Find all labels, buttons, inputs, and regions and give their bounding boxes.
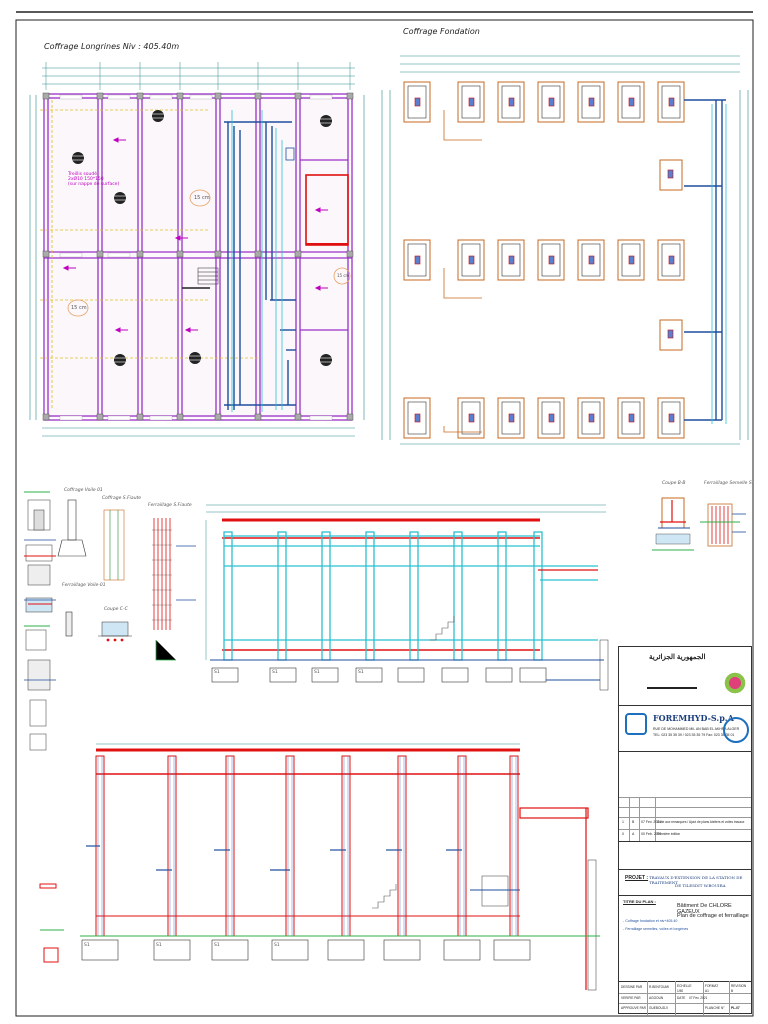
detail-title-6: Ferraillage Semelle S1 (704, 481, 755, 486)
header-rule (647, 687, 697, 689)
semelle-label-1: S1 (214, 670, 220, 675)
detail-title-5: Coupe B-B (662, 481, 686, 486)
slab-note-line3: (sur nappe de surface) (68, 182, 120, 187)
format-value: A1 (705, 989, 709, 993)
semelle-label-3: S1 (314, 670, 320, 675)
title-block: الجمهورية الجزائرية FOREMHYD-S.p.A RUE D… (618, 646, 752, 1015)
footer-val-1: R.BENTOUMI (649, 985, 669, 989)
dim-label-a: 15 cm (194, 195, 210, 201)
section-longitudinal-a (205, 504, 609, 691)
semelle-label-6: S1 (156, 943, 162, 948)
contents-2: - Ferraillage semelles, voiles et longri… (623, 927, 689, 931)
plan-title-1: Bâtiment De CHLORE GAZEUX (677, 903, 732, 915)
rev-row-2-date: 00 Feb. 2021 (641, 832, 662, 836)
company-address-1: RUE DE MOHAMMED MIL AN BAB EL AKHRA ALGE… (653, 727, 740, 731)
plan-left-title: Coffrage Longrines Niv : 405.40m (44, 42, 180, 51)
semelle-label-5: S1 (84, 943, 90, 948)
scale-label: ECHELLE (677, 984, 692, 988)
sheet-label: PLANCHE N° (705, 1006, 725, 1010)
slab-note: Treillis soudé 2xØ10 150*150 (sur nappe … (68, 172, 119, 187)
slab-note-line1: Treillis soudé (68, 172, 97, 177)
plan-right-title: Coffrage Fondation (403, 27, 480, 36)
detail-title-7: Ferraillage Voile-01 (62, 583, 106, 588)
semelle-label-4: S1 (358, 670, 364, 675)
arabic-header: الجمهورية الجزائرية (649, 654, 706, 661)
plan-title-2: Plan de coffrage et ferraillage (677, 913, 749, 919)
detail-title-2: Coffrage S.Fiaute (102, 496, 142, 501)
rev-row-2-num: 0 (622, 832, 624, 836)
company-address-2: TEL: 023 35 35 39 / 023 35 35 79 Fax: 02… (653, 733, 735, 737)
semelle-label-7: S1 (214, 943, 220, 948)
detail-title-4: Coupe C-C (104, 607, 128, 612)
footer-val-3: GUEBOUDJI (649, 1006, 668, 1010)
projet-text-1: TRAVAUX D'EXTENSION DE LA STATION DE TRA… (649, 875, 743, 885)
projet-label: PROJET : (625, 875, 649, 881)
footer-label-1: DESSINE PAR (621, 985, 643, 989)
details-sections (24, 491, 196, 751)
revision-label: REVISION (731, 984, 747, 988)
detail-title-1: Coffrage Voile 01 (64, 488, 103, 493)
company-logo-icon (625, 713, 647, 735)
footer-label-2: VERIFIE PAR (621, 996, 641, 1000)
dim-label-b: 15 cm (71, 305, 87, 311)
plan-title-label: TITRE DU PLAN : (623, 899, 656, 904)
company-name: FOREMHYD-S.p.A (653, 713, 734, 723)
date-value: 07 Fev. 2021 (689, 996, 708, 1000)
rev-row-1-date: 07 Fev. 2021 (641, 820, 662, 824)
contents-1: - Coffrage fondation et niv+405.40 (623, 919, 678, 923)
client-logo-icon (723, 717, 749, 743)
rev-row-1-desc: Suite aux remarques / Ajout de plans Ate… (657, 820, 745, 824)
format-label: FORMAT (705, 984, 719, 988)
sheet-border (15, 19, 754, 1017)
revision-value: B (731, 989, 734, 993)
sheet-value: PL-07 (731, 1006, 740, 1010)
projet-text-2: DE TILESDIT W.BOUIRA (675, 883, 726, 888)
footer-val-2: AGGOUN (649, 996, 664, 1000)
dim-label-c: 15 cm (337, 273, 350, 278)
section-longitudinal-b (39, 743, 600, 991)
semelle-label-2: S1 (272, 670, 278, 675)
detail-title-3: Ferraillage S.Fiaute (148, 503, 192, 508)
details-semelle (652, 497, 746, 551)
semelle-label-8: S1 (274, 943, 280, 948)
footer-label-3: APPROUVE PAR (621, 1006, 646, 1010)
logo-icon (723, 671, 747, 695)
rev-row-1-ind: B (632, 820, 635, 824)
plan-coffrage-longrines (29, 62, 365, 437)
slab-note-line2: 2xØ10 150*150 (68, 177, 104, 182)
rev-row-2-ind: A (632, 832, 635, 836)
rev-row-2-desc: Première édition (657, 832, 681, 836)
plan-coffrage-fondation (381, 55, 749, 445)
date-label: DATE (677, 996, 686, 1000)
rev-row-1-num: 1 (622, 820, 624, 824)
scale-value: 1/50 (677, 989, 684, 993)
